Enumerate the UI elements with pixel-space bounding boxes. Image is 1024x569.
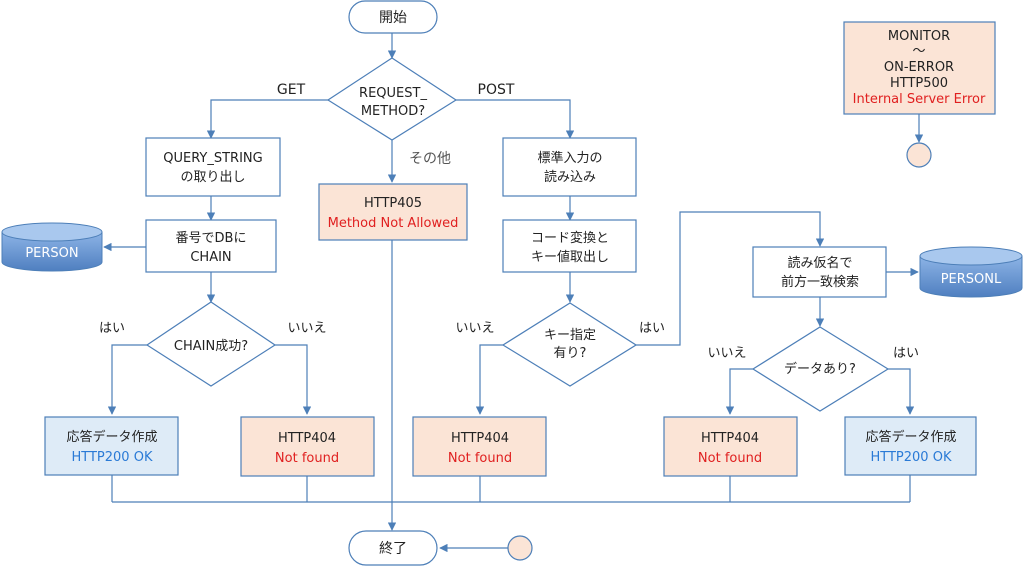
person-database: PERSON (1, 222, 103, 272)
http405-box: HTTP405 Method Not Allowed (318, 183, 468, 241)
chain-no-label: いいえ (287, 321, 326, 336)
svg-text:METHOD?: METHOD? (361, 104, 425, 119)
response-box-left: 応答データ作成 HTTP200 OK (44, 416, 179, 476)
code-convert-box: コード変換と キー値取出し (502, 219, 637, 273)
svg-text:〜: 〜 (912, 44, 925, 59)
http404-box-3: HTTP404 Not found (663, 416, 798, 477)
svg-text:CHAIN成功?: CHAIN成功? (174, 339, 248, 354)
chain-by-number-box: 番号でDBに CHAIN (145, 219, 277, 273)
svg-text:HTTP404: HTTP404 (451, 431, 509, 446)
svg-text:ON-ERROR: ON-ERROR (884, 60, 954, 75)
svg-text:CHAIN: CHAIN (190, 250, 231, 265)
data-yes-label: はい (893, 346, 919, 361)
svg-text:Not found: Not found (698, 451, 762, 466)
svg-text:キー指定: キー指定 (544, 328, 596, 343)
end-connector-circle (507, 535, 533, 561)
data-exists-decision: データあり? (751, 326, 890, 412)
prefix-search-box: 読み仮名で 前方一致検索 (752, 246, 887, 298)
svg-text:コード変換と: コード変換と (531, 230, 609, 246)
connectors (103, 33, 924, 553)
request-method-decision: REQUEST_ METHOD? (326, 57, 458, 141)
svg-text:Method Not Allowed: Method Not Allowed (328, 216, 459, 231)
svg-text:終了: 終了 (379, 541, 407, 557)
key-specified-decision: キー指定 有り? (501, 302, 638, 387)
chain-yes-label: はい (99, 321, 125, 336)
data-no-label: いいえ (707, 346, 746, 361)
svg-text:PERSON: PERSON (25, 246, 78, 261)
chain-success-decision: CHAIN成功? (145, 301, 277, 387)
start-terminal: 開始 (348, 0, 438, 34)
key-yes-label: はい (639, 321, 665, 336)
svg-text:の取り出し: の取り出し (180, 170, 245, 185)
svg-text:キー値取出し: キー値取出し (531, 249, 609, 265)
svg-text:有り?: 有り? (554, 346, 587, 361)
svg-text:開始: 開始 (379, 10, 407, 26)
svg-text:応答データ作成: 応答データ作成 (66, 429, 157, 445)
get-label: GET (277, 82, 306, 98)
svg-text:HTTP405: HTTP405 (364, 196, 422, 211)
other-label: その他 (409, 151, 451, 167)
svg-text:HTTP200 OK: HTTP200 OK (72, 450, 153, 465)
svg-text:MONITOR: MONITOR (888, 29, 950, 44)
http404-box-2: HTTP404 Not found (412, 416, 547, 477)
svg-text:標準入力の: 標準入力の (537, 150, 602, 166)
svg-text:QUERY_STRING: QUERY_STRING (163, 151, 262, 166)
post-label: POST (478, 82, 515, 98)
svg-text:HTTP404: HTTP404 (278, 431, 336, 446)
http404-box-1: HTTP404 Not found (240, 416, 375, 477)
svg-text:HTTP404: HTTP404 (701, 431, 759, 446)
monitor-box: MONITOR 〜 ON-ERROR HTTP500 Internal Serv… (843, 21, 996, 115)
svg-text:REQUEST_: REQUEST_ (359, 86, 427, 101)
svg-text:Not found: Not found (275, 451, 339, 466)
monitor-connector-circle (906, 142, 932, 168)
query-string-box: QUERY_STRING の取り出し (145, 137, 281, 197)
svg-text:データあり?: データあり? (784, 361, 856, 377)
key-no-label: いいえ (455, 321, 494, 336)
svg-text:Not found: Not found (448, 451, 512, 466)
svg-text:HTTP200 OK: HTTP200 OK (871, 450, 952, 465)
stdin-box: 標準入力の 読み込み (502, 137, 637, 197)
svg-text:HTTP500: HTTP500 (890, 76, 948, 91)
end-terminal: 終了 (348, 530, 438, 566)
response-box-right: 応答データ作成 HTTP200 OK (844, 416, 977, 476)
personl-database: PERSONL (919, 246, 1023, 298)
svg-text:PERSONL: PERSONL (941, 272, 1002, 287)
svg-text:応答データ作成: 応答データ作成 (865, 429, 956, 445)
svg-text:番号でDBに: 番号でDBに (176, 231, 247, 246)
svg-text:前方一致検索: 前方一致検索 (781, 274, 859, 290)
svg-text:Internal Server Error: Internal Server Error (853, 92, 986, 107)
svg-text:読み仮名で: 読み仮名で (787, 255, 852, 271)
svg-text:読み込み: 読み込み (544, 169, 596, 185)
